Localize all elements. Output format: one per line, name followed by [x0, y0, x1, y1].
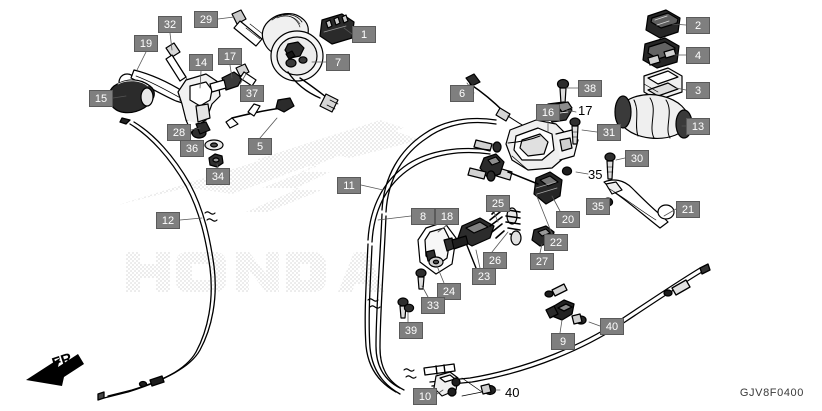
part-17-left-holder: [209, 71, 243, 93]
callout-19[interactable]: 19: [134, 35, 158, 52]
callout-3[interactable]: 3: [686, 82, 710, 99]
part-8-cable: [364, 147, 496, 395]
part-6-sensor-cable: [465, 73, 541, 135]
callout-20[interactable]: 20: [556, 211, 580, 228]
part-3-connector: [643, 67, 683, 101]
part-34-nut: [208, 153, 224, 168]
part-7-throttle-housing: [261, 13, 339, 113]
part-40-bolt-bottom: [480, 383, 497, 396]
fr-direction-arrow: [26, 354, 84, 386]
part-15-grip: [108, 79, 155, 114]
part-23-switch: [451, 217, 495, 269]
part-35-nut-a: [561, 166, 573, 176]
part-1-connector: [319, 13, 355, 45]
callout-6[interactable]: 6: [450, 85, 474, 102]
callout-30[interactable]: 30: [625, 150, 649, 167]
callout-24[interactable]: 24: [437, 283, 461, 300]
part-10-bracket: [433, 371, 483, 397]
callout-17[interactable]: 17: [578, 103, 593, 118]
part-28-pivot-bolt: [195, 121, 211, 135]
callout-4[interactable]: 4: [686, 47, 710, 64]
part-brake-hose-right: [403, 263, 711, 387]
part-code: GJV8F0400: [739, 387, 804, 399]
part-31-bolt: [569, 117, 581, 145]
callout-13[interactable]: 13: [686, 118, 710, 135]
part-5-lever-arm: [225, 97, 295, 129]
callout-26[interactable]: 26: [483, 252, 507, 269]
part-29-bolt: [231, 9, 265, 47]
callout-39[interactable]: 39: [399, 322, 423, 339]
part-20-boot: [533, 171, 563, 205]
callout-16[interactable]: 16: [536, 104, 560, 121]
part-39-bolt: [403, 303, 415, 313]
callout-33[interactable]: 33: [421, 297, 445, 314]
callout-32[interactable]: 32: [158, 16, 182, 33]
callout-23[interactable]: 23: [472, 268, 496, 285]
callout-12[interactable]: 12: [156, 212, 180, 229]
callout-27[interactable]: 27: [530, 253, 554, 270]
part-36-washer: [204, 139, 224, 151]
callout-25[interactable]: 25: [486, 195, 510, 212]
part-30-bolt: [604, 152, 616, 180]
part-2-connector: [645, 9, 681, 39]
callout-37[interactable]: 37: [240, 85, 264, 102]
callout-34[interactable]: 34: [206, 168, 230, 185]
part-collar-center: [428, 256, 444, 268]
part-4-connector: [642, 37, 680, 69]
callout-35[interactable]: 35: [588, 167, 603, 182]
leader-lines: [112, 16, 687, 395]
callout-1[interactable]: 1: [352, 26, 376, 43]
part-18-plate: [417, 221, 457, 275]
callout-10[interactable]: 10: [413, 388, 437, 405]
part-13-grip: [614, 93, 693, 139]
callout-28[interactable]: 28: [167, 124, 191, 141]
callout-40[interactable]: 40: [600, 318, 624, 335]
callout-17[interactable]: 17: [218, 48, 242, 65]
callout-7[interactable]: 7: [326, 54, 350, 71]
callout-9[interactable]: 9: [551, 333, 575, 350]
callout-29[interactable]: 29: [194, 11, 218, 28]
callout-36[interactable]: 36: [180, 140, 204, 157]
part-26-spring: [505, 207, 522, 246]
callout-18[interactable]: 18: [435, 208, 459, 225]
callout-21[interactable]: 21: [676, 201, 700, 218]
callout-2[interactable]: 2: [686, 17, 710, 34]
part-32-bolt: [165, 42, 188, 82]
callout-22[interactable]: 22: [544, 234, 568, 251]
callout-11[interactable]: 11: [337, 177, 361, 194]
part-38-bolt: [556, 78, 570, 105]
part-14-clutch-bracket: [177, 73, 221, 139]
callout-5[interactable]: 5: [248, 138, 272, 155]
part-switch-housing-right: [505, 119, 579, 171]
callout-15[interactable]: 15: [89, 90, 113, 107]
part-21-brake-lever: [603, 179, 675, 229]
callout-14[interactable]: 14: [189, 54, 213, 71]
callout-31[interactable]: 31: [597, 124, 621, 141]
part-12-cable: [97, 117, 218, 401]
callout-35[interactable]: 35: [586, 198, 610, 215]
part-24-bolt: [415, 268, 427, 290]
callout-8[interactable]: 8: [411, 208, 435, 225]
callout-38[interactable]: 38: [578, 80, 602, 97]
callout-40[interactable]: 40: [505, 385, 520, 400]
